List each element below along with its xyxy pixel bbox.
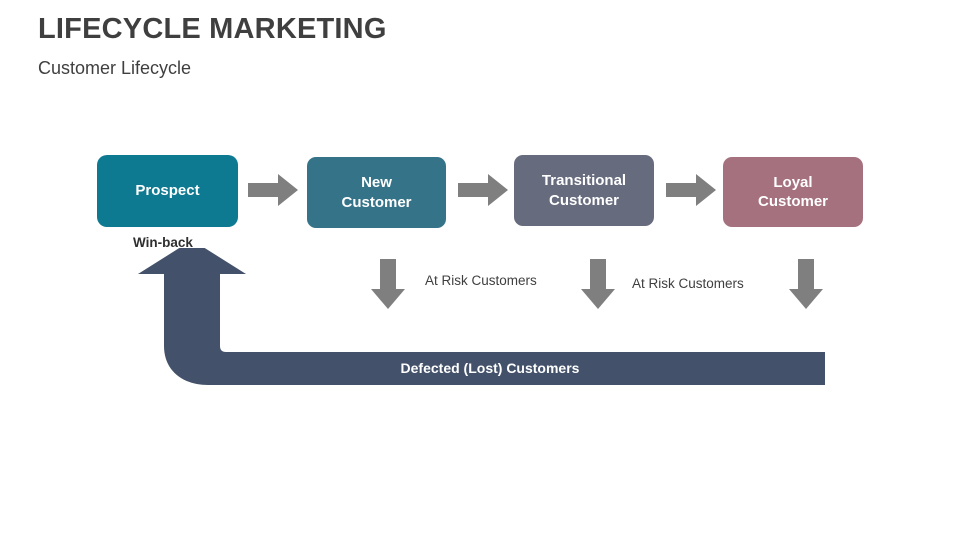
arrow-u-turn-up-icon [120, 240, 830, 393]
arrow-right-icon [248, 172, 298, 208]
stage-label-loyal-customer: Loyal Customer [757, 173, 828, 211]
stage-box-transitional-customer[interactable]: Transitional Customer [514, 155, 654, 226]
stage-label-new-customer: New Customer [341, 174, 412, 211]
stage-box-prospect[interactable]: Prospect [97, 155, 238, 227]
arrow-right-icon [666, 172, 716, 208]
page-title: LIFECYCLE MARKETING [38, 13, 387, 45]
at-risk-customers-label: At Risk Customers [632, 276, 744, 291]
arrow-right-icon [458, 172, 508, 208]
header: LIFECYCLE MARKETING Customer Lifecycle [38, 13, 387, 79]
stage-box-new-customer[interactable]: New Customer [307, 157, 446, 228]
stage-box-loyal-customer[interactable]: Loyal Customer [723, 157, 863, 227]
win-back-label: Win-back [133, 235, 193, 250]
defected-customers-label: Defected (Lost) Customers [400, 360, 580, 376]
stage-label-transitional-customer: Transitional Customer [541, 172, 627, 209]
stage-label-prospect: Prospect [135, 182, 200, 200]
arrow-down-icon [580, 259, 616, 309]
arrow-down-icon [370, 259, 406, 309]
page-subtitle: Customer Lifecycle [38, 57, 192, 78]
arrow-down-icon [788, 259, 824, 309]
at-risk-customers-label: At Risk Customers [425, 273, 537, 288]
